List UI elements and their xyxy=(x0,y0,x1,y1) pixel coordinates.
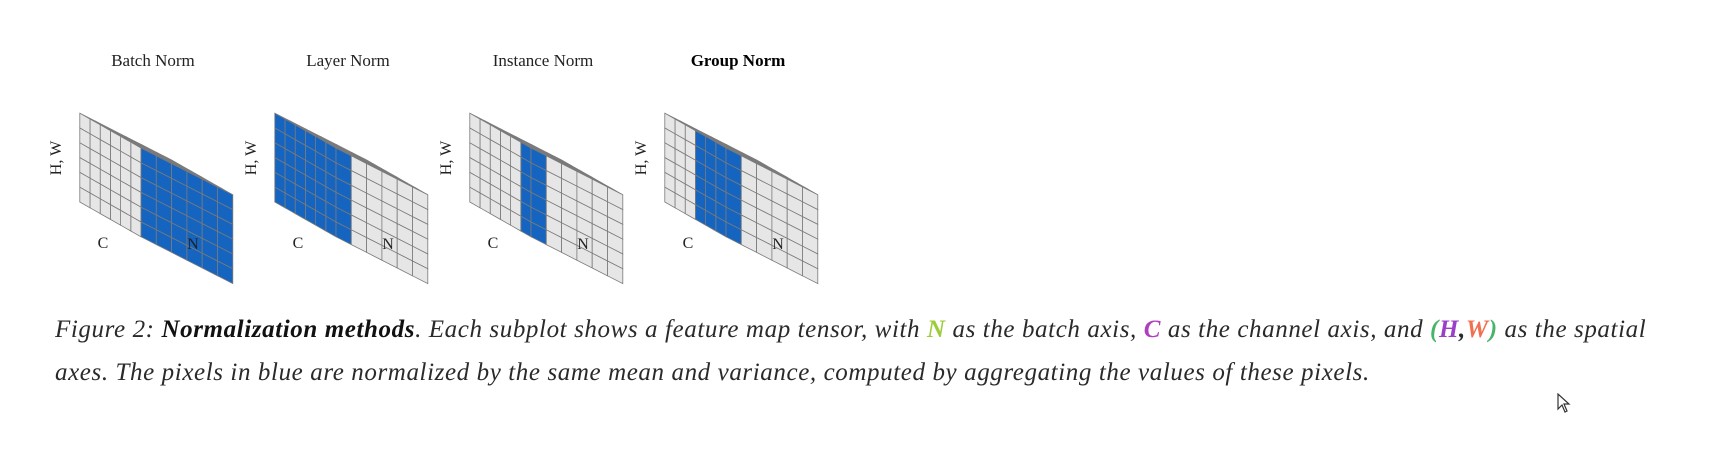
w-symbol: W xyxy=(1465,316,1489,343)
mouse-cursor-icon xyxy=(1557,393,1571,413)
panel-batch-norm: Batch Norm H, W C N xyxy=(50,51,234,285)
hw-comma: , xyxy=(1459,316,1466,343)
caption-part-1: . Each subplot shows a feature map tenso… xyxy=(415,316,927,343)
panel-title: Group Norm xyxy=(691,51,786,70)
axis-label-n: N xyxy=(772,236,784,253)
panel-group-norm: Group Norm H, W C N xyxy=(633,51,819,285)
cube-front-cell xyxy=(802,260,819,285)
axis-label-c: C xyxy=(98,235,109,252)
axis-label-c: C xyxy=(293,235,304,252)
cube-side-cell xyxy=(664,186,676,209)
panel-layer-norm: Layer Norm H, W C N xyxy=(243,51,429,285)
cube-top-cell xyxy=(156,151,182,167)
axis-label-hw: H, W xyxy=(243,140,260,175)
cube-side-cell xyxy=(469,186,481,209)
hw-open-paren: ( xyxy=(1430,316,1439,343)
hw-close-paren: ) xyxy=(1488,316,1498,343)
axis-label-hw: H, W xyxy=(633,140,650,175)
n-symbol: N xyxy=(926,316,946,343)
cube-top-cell xyxy=(351,151,377,167)
caption-part-4: as the spatial axes. The pixels in blue … xyxy=(55,316,1647,386)
caption-title: Normalization methods xyxy=(161,316,416,343)
figure-caption: Figure 2: Normalization methods. Each su… xyxy=(55,308,1655,394)
caption-prefix: Figure 2: xyxy=(55,316,162,343)
cube-side-cell xyxy=(79,186,91,209)
cube-side-cell xyxy=(274,186,286,209)
axis-label-n: N xyxy=(187,236,199,253)
axis-label-hw: H, W xyxy=(438,140,455,175)
cube-front-cell xyxy=(607,260,624,285)
cube-front-cell xyxy=(217,260,234,285)
panel-title: Instance Norm xyxy=(493,51,594,70)
axis-label-c: C xyxy=(683,235,694,252)
caption-part-2: as the batch axis, xyxy=(945,316,1144,343)
caption-part-3: as the channel axis, and xyxy=(1161,316,1431,343)
axis-label-n: N xyxy=(382,236,394,253)
axis-label-c: C xyxy=(488,235,499,252)
cube-front-cell xyxy=(412,260,429,285)
axis-label-hw: H, W xyxy=(50,140,65,175)
axis-label-n: N xyxy=(577,236,589,253)
panel-title: Layer Norm xyxy=(306,51,390,70)
c-symbol: C xyxy=(1143,316,1162,343)
cube-top-cell xyxy=(546,151,572,167)
h-symbol: H xyxy=(1438,316,1460,343)
cube-top-cell xyxy=(741,151,767,167)
panel-title: Batch Norm xyxy=(111,51,195,70)
panel-instance-norm: Instance Norm H, W C N xyxy=(438,51,624,285)
